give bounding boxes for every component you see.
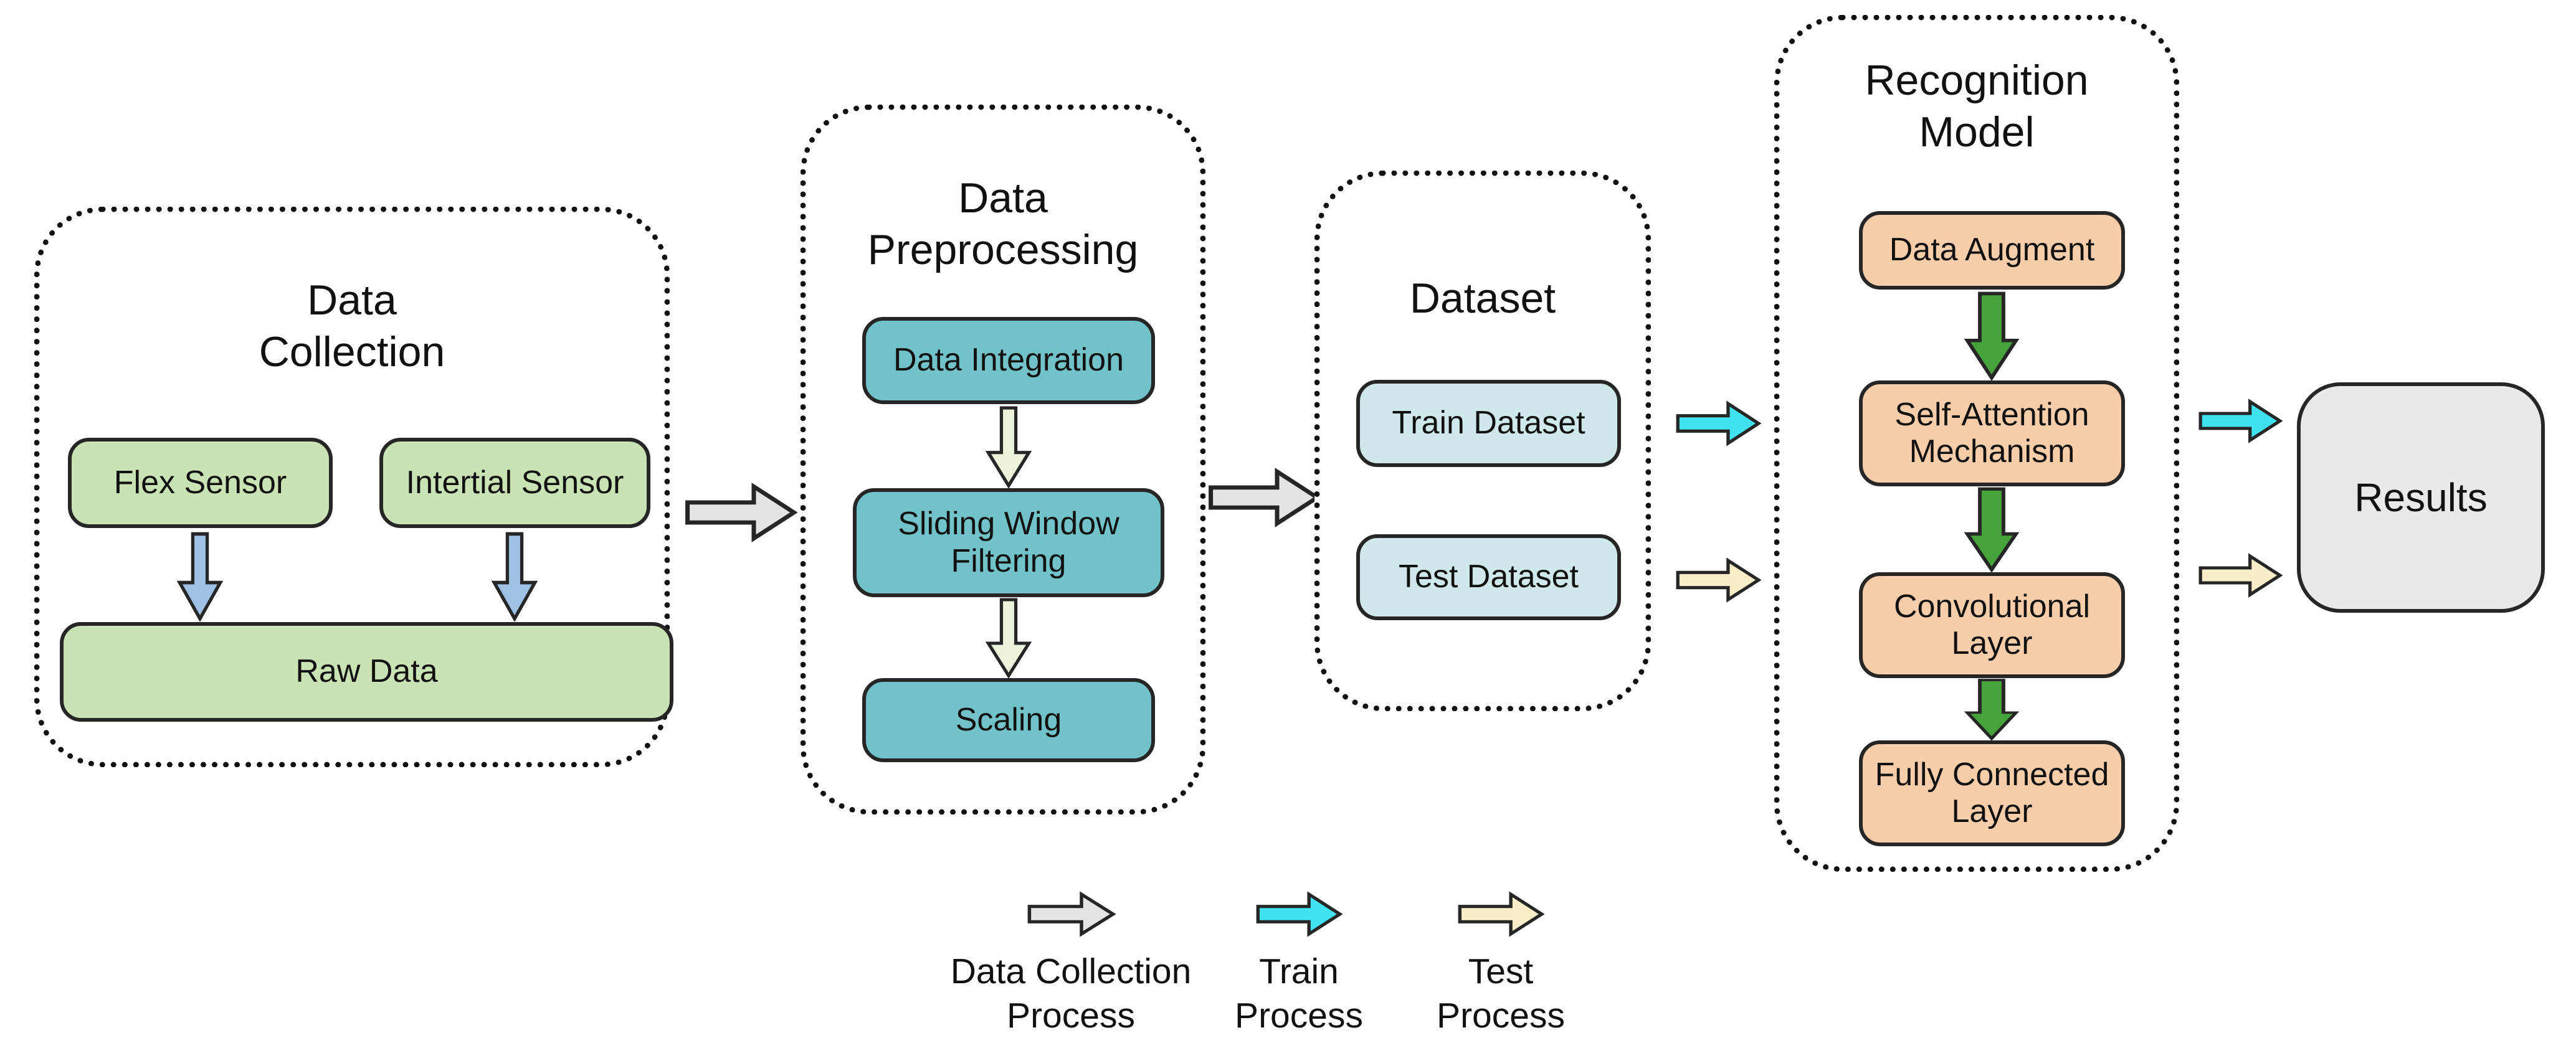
- attention-to-convolutional-down-arrow-icon: [1964, 486, 2020, 572]
- integration-to-filtering-down-arrow-icon: [984, 405, 1034, 488]
- legend-train-right-arrow-icon: [1255, 890, 1343, 938]
- node-fully-connected-layer: Fully Connected Layer: [1859, 740, 2125, 846]
- panel-title-recognition-model: Recognition Model: [1865, 57, 2089, 156]
- model-to-results-train-right-arrow-icon: [2198, 397, 2283, 445]
- node-results: Results: [2297, 382, 2545, 613]
- panel-dataset: Dataset Train Dataset Test Dataset: [1314, 171, 1651, 711]
- inertial-to-raw-down-arrow-icon: [490, 531, 539, 621]
- node-self-attention-mechanism: Self-Attention Mechanism: [1859, 380, 2125, 486]
- node-scaling: Scaling: [862, 678, 1155, 762]
- collection-to-preprocessing-right-arrow-icon: [684, 481, 797, 544]
- node-data-augment: Data Augment: [1859, 211, 2125, 290]
- flex-to-raw-down-arrow-icon: [175, 531, 225, 621]
- node-test-dataset: Test Dataset: [1356, 534, 1621, 620]
- node-raw-data: Raw Data: [60, 622, 673, 722]
- node-intertial-sensor: Intertial Sensor: [379, 438, 650, 528]
- preprocessing-to-dataset-right-arrow-icon: [1207, 466, 1321, 529]
- panel-title-dataset: Dataset: [1409, 275, 1556, 322]
- model-to-results-test-right-arrow-icon: [2198, 552, 2283, 599]
- legend-label-train-process: Train Process: [1235, 951, 1363, 1036]
- node-sliding-window-filtering: Sliding Window Filtering: [853, 488, 1164, 597]
- panel-data-collection: Data Collection Flex Sensor Intertial Se…: [34, 207, 673, 767]
- convolutional-to-fully-connected-down-arrow-icon: [1964, 678, 2020, 740]
- legend-label-test-process: Test Process: [1437, 951, 1565, 1036]
- node-data-integration: Data Integration: [862, 317, 1155, 404]
- filtering-to-scaling-down-arrow-icon: [984, 597, 1034, 678]
- legend-label-data-collection-process: Data Collection Process: [950, 951, 1192, 1036]
- panel-title-data-preprocessing: Data Preprocessing: [867, 174, 1139, 273]
- legend-data-collection-right-arrow-icon: [1027, 890, 1116, 938]
- legend-test-right-arrow-icon: [1457, 890, 1544, 938]
- train-to-model-right-arrow-icon: [1675, 399, 1761, 448]
- panel-recognition-model: Recognition Model Data Augment Self-Atte…: [1774, 15, 2179, 872]
- node-flex-sensor: Flex Sensor: [68, 438, 333, 528]
- node-train-dataset: Train Dataset: [1356, 380, 1621, 467]
- panel-data-preprocessing: Data Preprocessing Data Integration Slid…: [801, 105, 1205, 814]
- augment-to-attention-down-arrow-icon: [1964, 291, 2020, 380]
- panel-title-data-collection: Data Collection: [259, 276, 445, 375]
- test-to-model-right-arrow-icon: [1675, 556, 1761, 604]
- node-convolutional-layer: Convolutional Layer: [1859, 572, 2125, 678]
